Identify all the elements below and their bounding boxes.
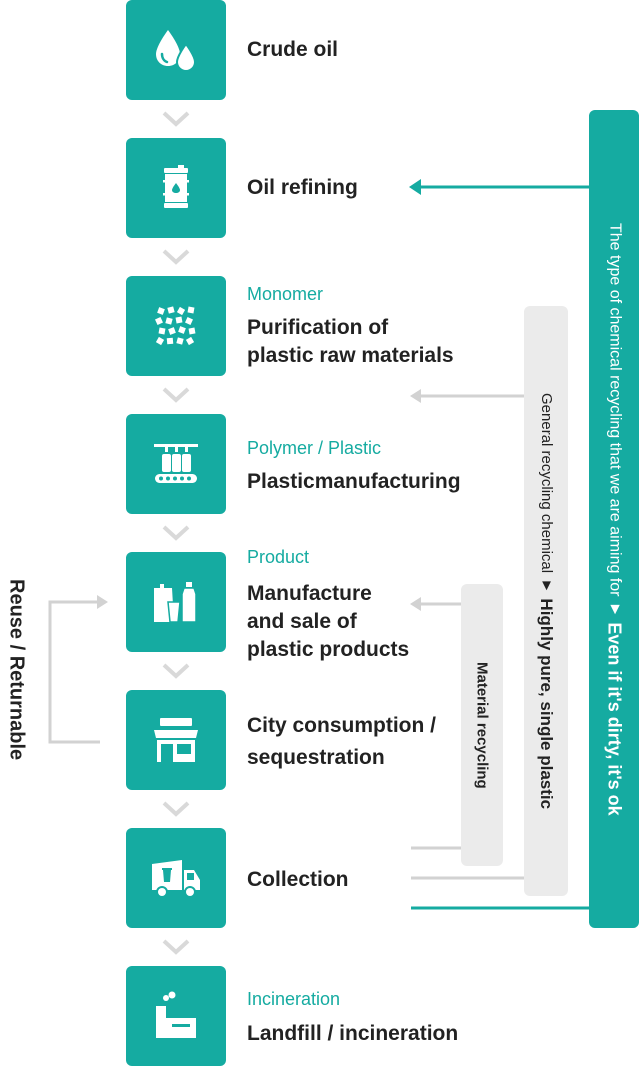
- step-category: Polymer / Plastic: [247, 438, 382, 458]
- chevron-down-icon: [162, 249, 190, 265]
- step-purification-box: [126, 276, 226, 376]
- bottling-line-icon: [154, 444, 198, 483]
- aim-arrow-head: [409, 179, 421, 195]
- step-category: Monomer: [247, 284, 324, 304]
- reuse-returnable-text: Reuse / Returnable: [5, 579, 28, 761]
- general-recycling-prefix: General recycling chemical ▼: [538, 392, 555, 595]
- step-crude-oil-box: [126, 0, 226, 100]
- step-title: City consumption /: [247, 714, 436, 737]
- general-arrow-head: [410, 389, 421, 403]
- aim-recycling-bar: The type of chemical recycling that we a…: [589, 110, 639, 928]
- oil-drops-icon: [156, 30, 197, 73]
- step-title: Manufacture: [247, 582, 372, 605]
- chevron-down-icon: [162, 525, 190, 541]
- step-plastic-manufacturing-box: [126, 414, 226, 514]
- step-title: plastic products: [247, 638, 410, 661]
- step-title: sequestration: [247, 746, 385, 769]
- step-manufacture-sale-box: [126, 552, 226, 652]
- plastic-products-icon: [154, 582, 197, 623]
- aim-recycling-prefix: The type of chemical recycling that we a…: [606, 222, 624, 618]
- general-recycling-bar: General recycling chemical ▼ Highly pure…: [524, 306, 568, 896]
- pellets-icon: [155, 306, 196, 346]
- reuse-arrow-head: [97, 595, 108, 609]
- chevron-down-icon: [162, 387, 190, 403]
- oil-barrel-icon: [163, 165, 189, 208]
- store-icon: [154, 718, 198, 762]
- step-category: Incineration: [247, 989, 341, 1009]
- chevron-down-icon: [162, 939, 190, 955]
- chevron-down-icon: [162, 801, 190, 817]
- incinerator-icon: [156, 991, 196, 1038]
- garbage-truck-icon: [152, 860, 200, 898]
- step-title: Crude oil: [247, 38, 339, 61]
- chevron-down-icon: [162, 663, 190, 679]
- material-arrow-head: [410, 597, 421, 611]
- step-city-consumption-box: [126, 690, 226, 790]
- step-title: and sale of: [247, 610, 357, 633]
- step-title: Purification of: [247, 316, 389, 339]
- step-title: Collection: [247, 868, 349, 891]
- step-title: Landfill / incineration: [247, 1022, 459, 1045]
- step-collection-box: [126, 828, 226, 928]
- general-recycling-bold: Highly pure, single plastic: [537, 598, 556, 810]
- step-title: Plasticmanufacturing: [247, 470, 461, 493]
- chevron-down-icon: [162, 111, 190, 127]
- step-category: Product: [247, 547, 310, 567]
- aim-recycling-bold: Even if it's dirty, it's ok: [604, 622, 625, 816]
- step-landfill-box: [126, 966, 226, 1066]
- reuse-returnable-label: Reuse / Returnable: [0, 560, 32, 780]
- reuse-loop-line: [48, 600, 100, 744]
- material-recycling-bar: Material recycling: [461, 584, 503, 866]
- step-oil-refining-box: [126, 138, 226, 238]
- step-title: Oil refining: [247, 176, 358, 199]
- step-title: plastic raw materials: [247, 344, 454, 367]
- material-recycling-label: Material recycling: [473, 661, 491, 789]
